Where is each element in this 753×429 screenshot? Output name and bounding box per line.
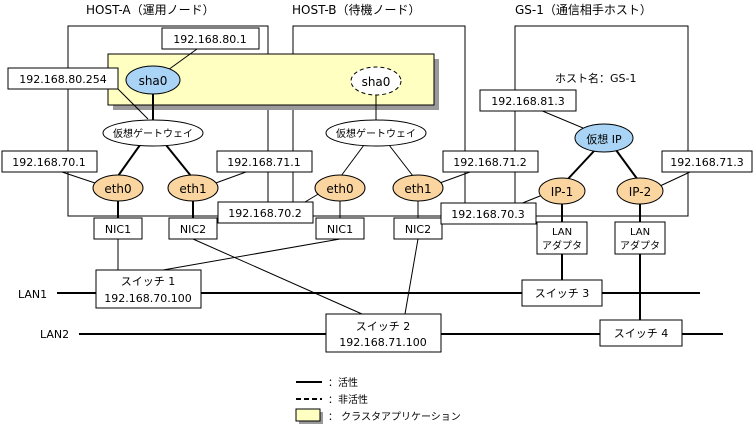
switch-4-box — [599, 319, 683, 347]
switch-1-name: スイッチ 1 — [121, 275, 176, 288]
lan-adapter-2 — [614, 221, 666, 255]
ip-callout-gw-text: 192.168.80.254 — [19, 73, 106, 86]
ip-callout-ip1-text: 192.168.70.3 — [451, 208, 524, 221]
eth0-a-node — [92, 174, 144, 202]
gateway-a-label: 仮想ゲートウェイ — [113, 127, 193, 140]
sha0-b-label: sha0 — [362, 75, 391, 89]
nic2-b-box — [393, 217, 443, 240]
nic2-a-box — [168, 217, 218, 240]
host-b-title: HOST-B（待機ノード） — [292, 2, 420, 17]
lan-adapter-1-line2: アダプタ — [542, 239, 582, 252]
line-vip-ip2 — [615, 149, 639, 181]
leader-vip-ip — [539, 109, 584, 129]
ip2-node — [616, 177, 664, 205]
gs1-hostname: ホスト名：GS-1 — [555, 71, 636, 85]
ip-callout-eth-b0-text: 192.168.70.2 — [228, 207, 301, 220]
gateway-b-label: 仮想ゲートウェイ — [336, 127, 416, 140]
eth0-b-label: eth0 — [326, 182, 353, 196]
nic1-a-box — [93, 217, 143, 240]
ip-callout-sha-a-text: 192.168.80.1 — [173, 33, 246, 46]
line-gw-a-eth0 — [117, 144, 141, 177]
leader-eth-b0-ip — [304, 192, 321, 203]
leader-eth-b1-ip — [436, 171, 471, 185]
switch-1-box — [95, 269, 202, 309]
lan-adapter-2-line2: アダプタ — [620, 239, 660, 252]
ip2-label: IP-2 — [629, 185, 651, 199]
switch-2-name: スイッチ 2 — [356, 320, 411, 333]
ip-callout-eth-a0-text: 192.168.70.1 — [12, 156, 85, 169]
legend-cluster-label: ： クラスタアプリケーション — [328, 411, 461, 423]
sha0-a-node — [125, 65, 181, 95]
ip-callout-eth-a1 — [216, 150, 313, 173]
ip-callout-vip — [479, 89, 577, 112]
ip-callout-ip1 — [440, 202, 537, 225]
nic2-a-label: NIC2 — [180, 223, 206, 236]
legend-inactive-label: ：非活性 — [328, 393, 368, 406]
lan1-label: LAN1 — [18, 288, 47, 301]
ip-callout-ip2-text: 192.168.71.3 — [670, 156, 743, 169]
nic1-b-label: NIC1 — [327, 223, 353, 236]
ip1-label: IP-1 — [551, 185, 573, 199]
nic1-a-label: NIC1 — [105, 223, 131, 236]
ip-callout-eth-b1 — [442, 150, 539, 173]
vip-node — [574, 123, 634, 153]
sha0-b-node — [350, 66, 402, 96]
nic1-b-box — [315, 217, 365, 240]
leader-ip2-addr — [659, 171, 691, 187]
line-nic-a2-sw2 — [192, 238, 363, 315]
ip-callout-eth-b0 — [217, 201, 314, 224]
eth1-a-node — [167, 174, 219, 202]
line-gw-a-eth1 — [165, 144, 192, 177]
switch-2-box — [325, 313, 442, 353]
nic2-b-label: NIC2 — [405, 223, 431, 236]
ip-callout-eth-a1-text: 192.168.71.1 — [227, 156, 300, 169]
host-a-title: HOST-A（運用ノード） — [86, 3, 215, 17]
ip-callout-eth-a0 — [1, 150, 98, 173]
eth0-a-label: eth0 — [104, 182, 131, 196]
switch-3-box — [521, 279, 603, 307]
gateway-b-node — [325, 119, 427, 147]
eth1-b-node — [392, 174, 444, 202]
ip-callout-eth-b1-text: 192.168.71.2 — [453, 156, 526, 169]
eth0-b-node — [314, 174, 366, 202]
ip1-node — [538, 177, 586, 205]
switch-4-name: スイッチ 4 — [614, 327, 669, 340]
gs1-title: GS-1（通信相手ホスト） — [515, 3, 652, 17]
line-gw-b-eth0 — [340, 144, 365, 177]
line-nic-b2-sw2 — [404, 238, 419, 315]
ip-callout-ip2 — [661, 150, 753, 173]
switch-3-name: スイッチ 3 — [535, 287, 590, 300]
switch-2-ip: 192.168.71.100 — [339, 336, 426, 349]
line-gw-b-eth1 — [388, 144, 414, 177]
ip-callout-sha-a — [161, 27, 260, 50]
leader-gw-ip — [117, 88, 149, 120]
leader-eth-a1-ip — [212, 171, 247, 185]
leader-eth-a0-ip — [61, 171, 99, 185]
switch-1-ip: 192.168.70.100 — [104, 292, 191, 305]
leader-sha-a-ip — [167, 48, 198, 71]
sha0-a-label: sha0 — [139, 74, 168, 88]
lan-adapter-1 — [536, 221, 588, 255]
ip-callout-vip-text: 192.168.81.3 — [491, 95, 564, 108]
ip-callout-gw — [7, 67, 119, 90]
eth1-b-label: eth1 — [404, 182, 431, 196]
lan-adapter-1-line1: LAN — [552, 227, 572, 238]
line-vip-ip1 — [566, 149, 596, 181]
lan-adapter-2-line1: LAN — [630, 227, 650, 238]
line-nic-b1-sw1 — [162, 238, 341, 271]
gateway-a-node — [102, 119, 204, 147]
lan2-label: LAN2 — [40, 328, 69, 341]
legend-active-label: ：活性 — [328, 376, 358, 389]
legend-cluster-swatch — [295, 408, 321, 422]
eth1-a-label: eth1 — [179, 182, 206, 196]
vip-label: 仮想 IP — [586, 132, 622, 146]
